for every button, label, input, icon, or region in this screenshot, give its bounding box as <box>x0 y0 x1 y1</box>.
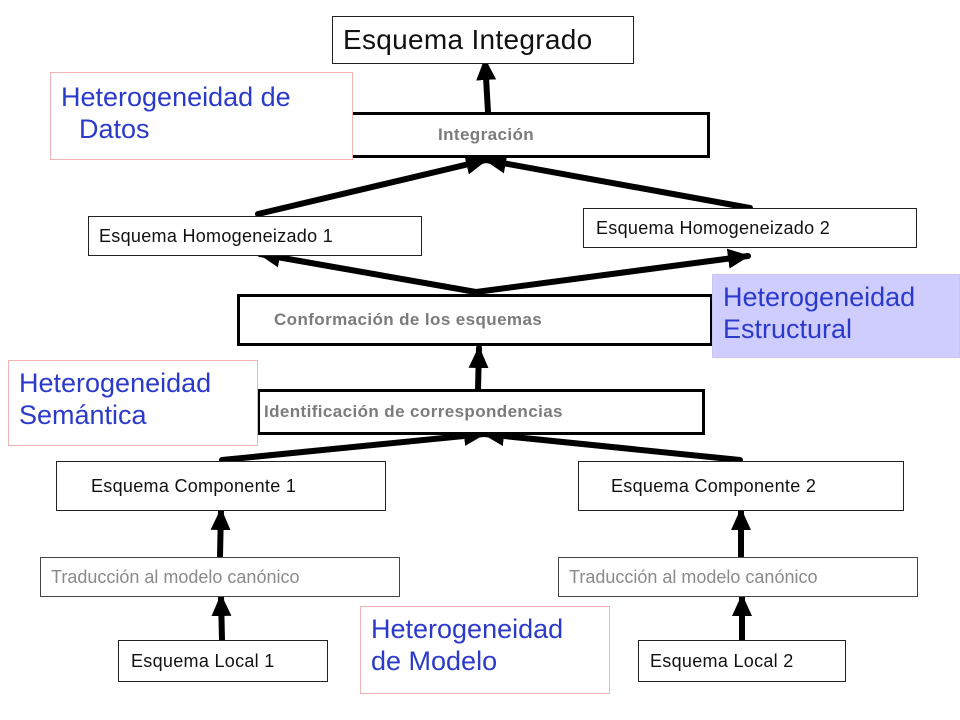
arrow-conformation-to-homog2 <box>473 248 751 295</box>
structural-heterogeneity-line2: Estructural <box>723 314 853 345</box>
translation-1-label: Traducción al modelo canónico <box>51 566 300 587</box>
arrow-local1-to-translation1 <box>211 593 232 643</box>
local-schema-2-box: Esquema Local 2 <box>638 640 846 682</box>
translation-1-box: Traducción al modelo canónico <box>40 557 400 597</box>
structural-heterogeneity-note: Heterogeneidad Estructural <box>712 274 960 358</box>
semantic-heterogeneity-line2: Semántica <box>19 400 147 431</box>
integrated-schema-box: Esquema Integrado <box>332 16 634 64</box>
homogenized-schema-1-label: Esquema Homogeneizado 1 <box>99 225 334 246</box>
model-heterogeneity-line1: Heterogeneidad <box>371 614 564 644</box>
data-heterogeneity-line1: Heterogeneidad de <box>61 82 291 112</box>
arrow-homog2-to-integration <box>483 153 753 211</box>
local-schema-1-box: Esquema Local 1 <box>118 640 328 682</box>
conformation-process-box: Conformación de los esquemas <box>237 294 713 346</box>
homogenized-schema-1-box: Esquema Homogeneizado 1 <box>88 216 422 256</box>
conformation-process-label: Conformación de los esquemas <box>274 310 543 329</box>
arrow-conformation-to-homog1 <box>257 247 479 295</box>
data-heterogeneity-note: Heterogeneidad de Datos <box>50 72 353 160</box>
arrow-translation1-to-component1 <box>210 507 231 559</box>
local-schema-2-label: Esquema Local 2 <box>650 650 794 671</box>
arrow-identification-to-conformation <box>468 345 489 393</box>
arrow-homog1-to-integration <box>255 154 489 217</box>
model-heterogeneity-line2: de Modelo <box>371 646 498 677</box>
arrow-component2-to-identification <box>481 426 743 463</box>
component-schema-1-box: Esquema Componente 1 <box>56 461 386 511</box>
integrated-schema-label: Esquema Integrado <box>343 24 593 55</box>
model-heterogeneity-note: Heterogeneidad de Modelo <box>360 606 610 694</box>
homogenized-schema-2-label: Esquema Homogeneizado 2 <box>596 217 831 238</box>
local-schema-1-label: Esquema Local 1 <box>131 650 275 671</box>
component-schema-1-label: Esquema Componente 1 <box>91 475 297 496</box>
identification-process-box: Identificación de correspondencias <box>257 389 705 435</box>
component-schema-2-label: Esquema Componente 2 <box>611 475 817 496</box>
component-schema-2-box: Esquema Componente 2 <box>578 461 904 511</box>
translation-2-label: Traducción al modelo canónico <box>569 566 818 587</box>
semantic-heterogeneity-line1: Heterogeneidad <box>19 368 212 398</box>
semantic-heterogeneity-note: Heterogeneidad Semántica <box>8 360 258 446</box>
homogenized-schema-2-box: Esquema Homogeneizado 2 <box>583 208 917 248</box>
identification-process-label: Identificación de correspondencias <box>264 402 563 421</box>
integration-process-label: Integración <box>437 125 535 144</box>
structural-heterogeneity-line1: Heterogeneidad <box>723 282 916 312</box>
translation-2-box: Traducción al modelo canónico <box>558 557 918 597</box>
arrow-component1-to-identification <box>219 426 487 463</box>
data-heterogeneity-line2: Datos <box>79 114 150 145</box>
arrow-integration-to-integrated <box>476 57 497 115</box>
